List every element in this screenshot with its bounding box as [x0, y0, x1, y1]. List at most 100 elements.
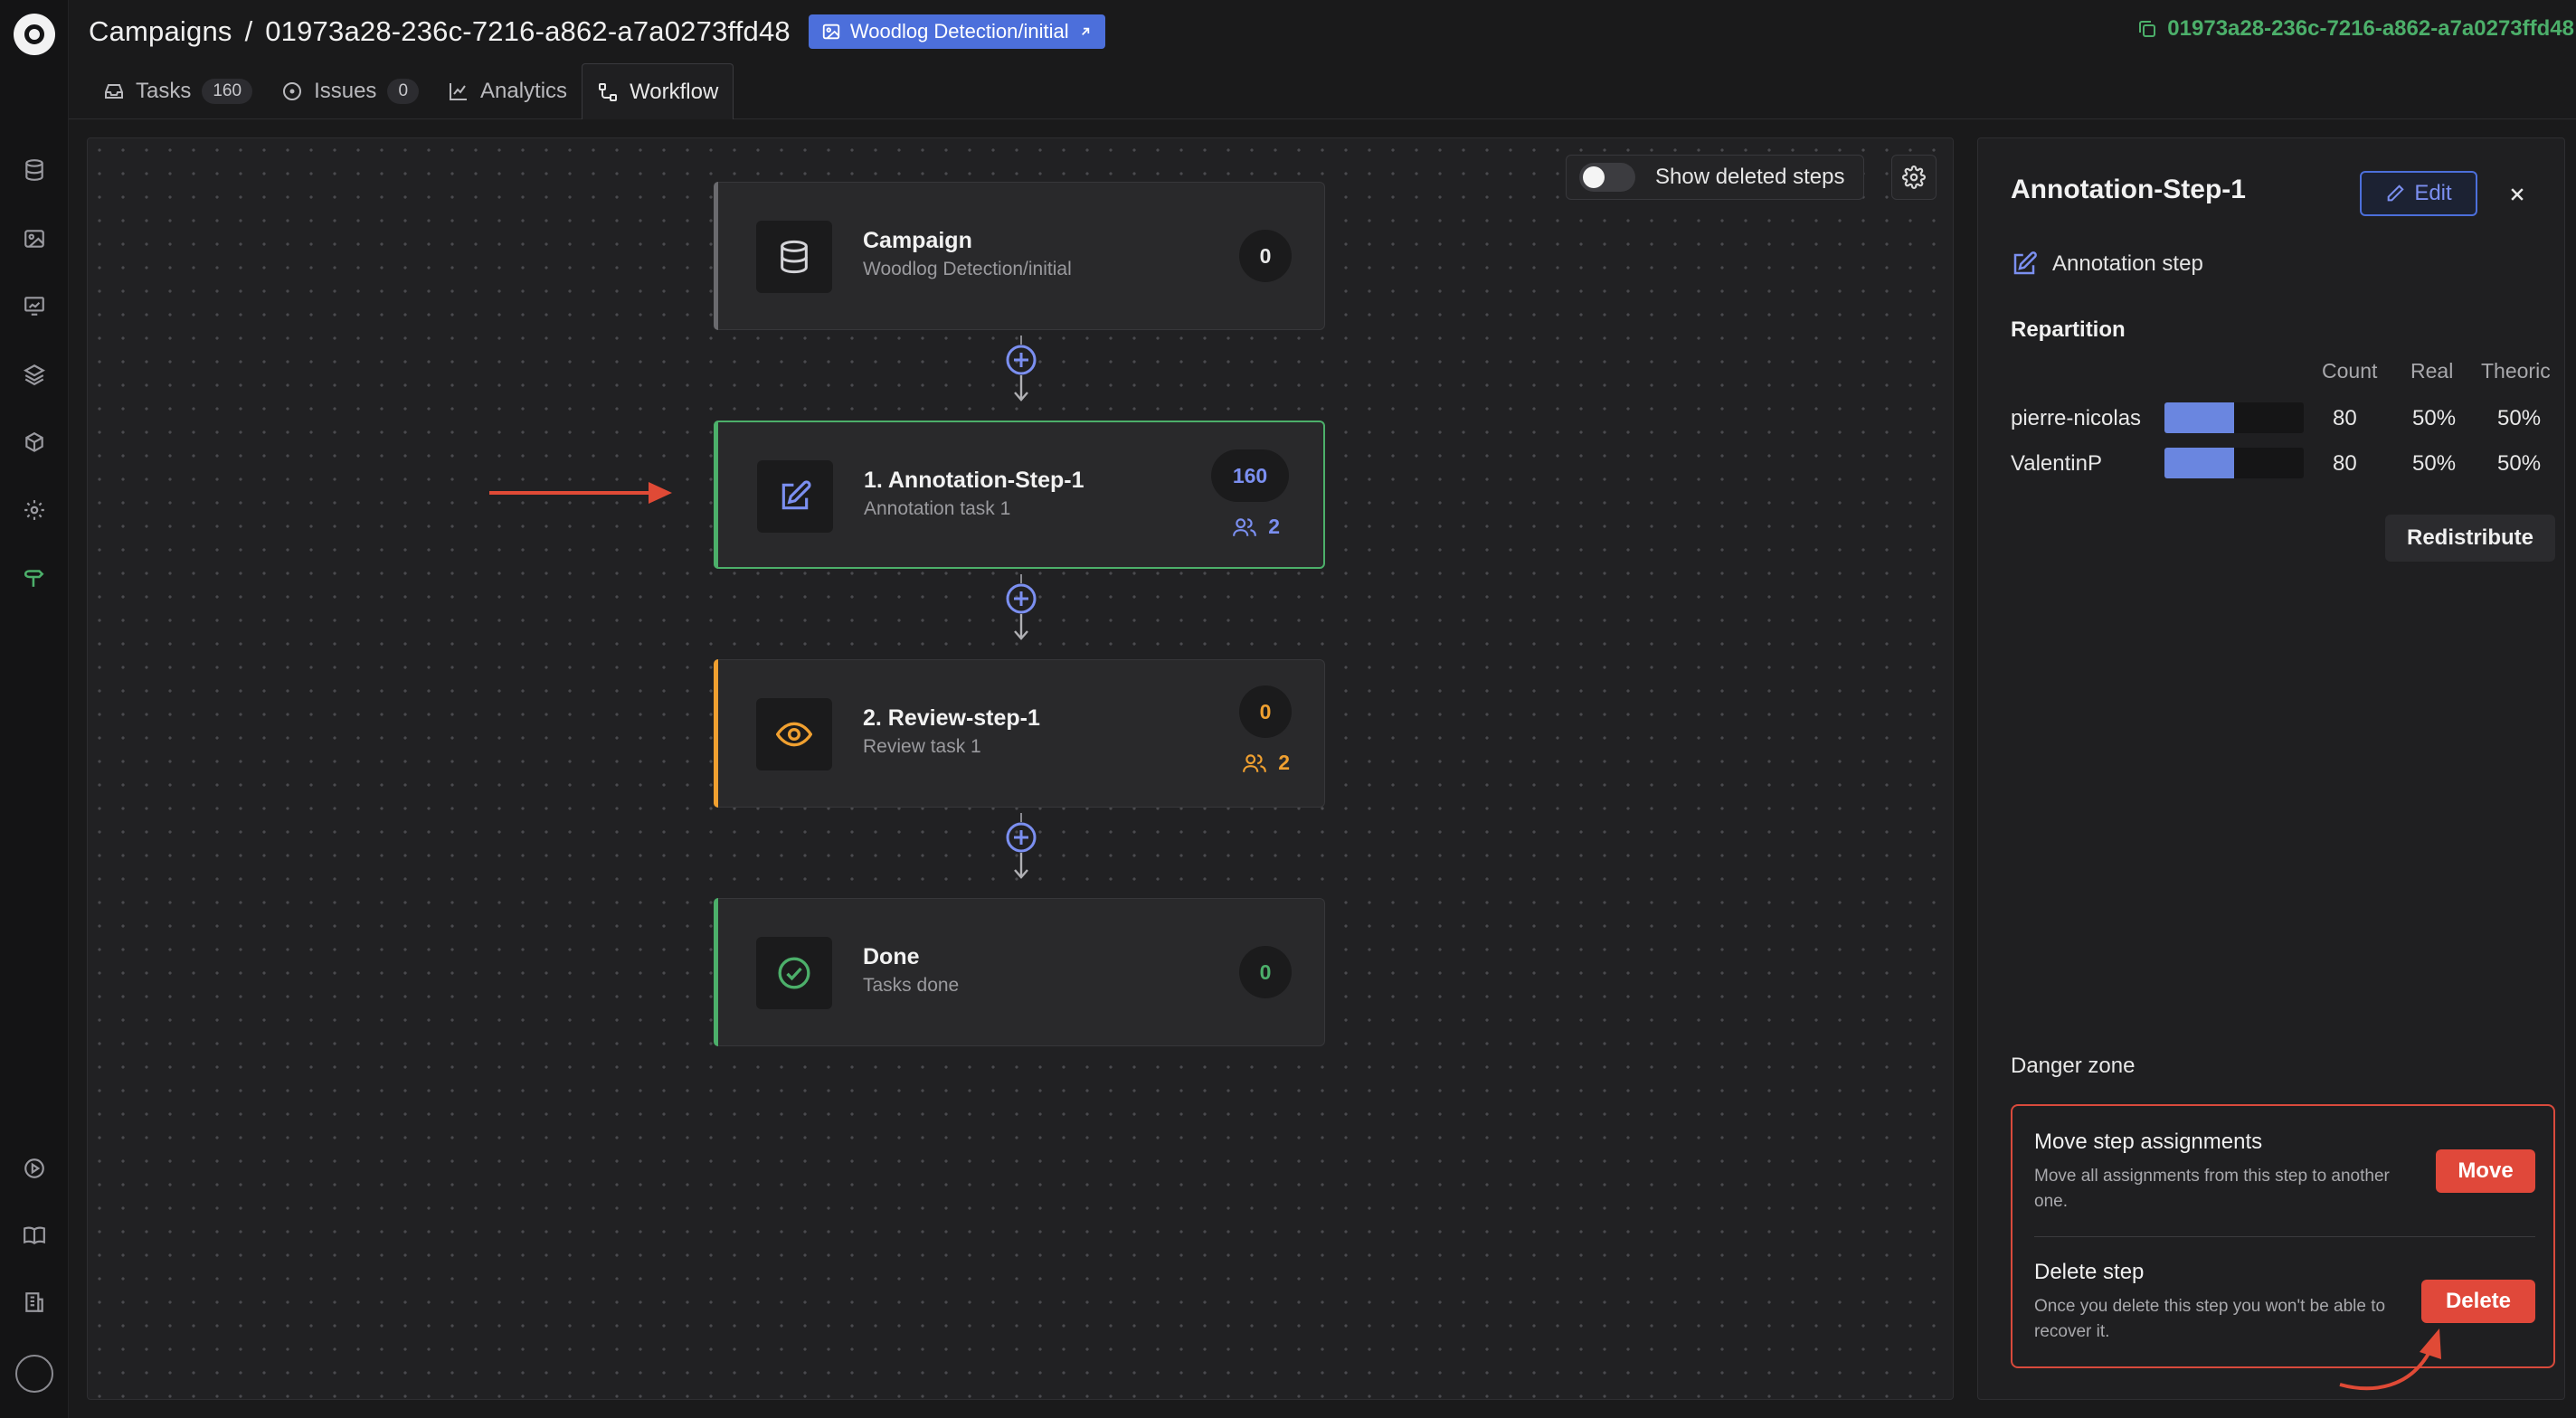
tab-workflow[interactable]: Workflow	[582, 63, 734, 119]
assignee-name: ValentinP	[2011, 451, 2102, 476]
campaign-id-title: 01973a28-236c-7216-a862-a7a0273ffd48	[265, 15, 791, 47]
page-header: Campaigns / 01973a28-236c-7216-a862-a7a0…	[69, 0, 2576, 119]
redistribute-button[interactable]: Redistribute	[2385, 515, 2555, 562]
assignment-progress-fill	[2164, 448, 2234, 478]
deployments-icon[interactable]	[20, 429, 49, 458]
check-circle-icon	[756, 937, 832, 1009]
close-panel-button[interactable]	[2501, 178, 2533, 211]
danger-zone-heading: Danger zone	[2011, 1054, 2136, 1078]
copy-campaign-id-button[interactable]: 01973a28-236c-7216-a862-a7a0273ffd48	[2136, 16, 2574, 42]
add-step-icon	[1006, 822, 1037, 853]
pencil-icon	[2387, 184, 2404, 202]
edit-step-button[interactable]: Edit	[2360, 171, 2477, 216]
organization-icon[interactable]	[20, 1288, 49, 1317]
models-icon[interactable]	[20, 291, 49, 320]
docs-icon[interactable]	[20, 1221, 49, 1250]
move-button[interactable]: Move	[2436, 1149, 2535, 1193]
add-step-connector[interactable]	[998, 336, 1045, 408]
assignment-progress-bar	[2164, 402, 2304, 433]
node-subtitle: Tasks done	[863, 975, 960, 996]
play-icon[interactable]	[20, 1154, 49, 1183]
node-assignees: 2	[1232, 515, 1280, 539]
annotation-arrow-icon	[489, 477, 679, 509]
canvas-settings-button[interactable]	[1891, 155, 1937, 200]
annotation-curved-arrow-icon	[2339, 1328, 2441, 1391]
external-link-icon	[1081, 27, 1089, 35]
node-title: 1. Annotation-Step-1	[864, 468, 1084, 493]
assignee-theoric: 50%	[2497, 451, 2542, 476]
node-count-badge: 160	[1211, 449, 1289, 502]
inbox-icon	[105, 84, 123, 99]
workflow-node-done[interactable]: Done Tasks done 0	[714, 898, 1325, 1046]
add-step-icon	[1006, 583, 1037, 614]
assignee-count: 80	[2333, 451, 2357, 476]
datasets-icon[interactable]	[20, 156, 49, 184]
danger-zone: Move step assignments Move all assignmen…	[2011, 1104, 2555, 1368]
node-subtitle: Woodlog Detection/initial	[863, 259, 1072, 279]
delete-step-button[interactable]: Delete	[2421, 1280, 2535, 1323]
column-real: Real	[2410, 359, 2454, 383]
campaigns-icon[interactable]	[20, 562, 49, 591]
assignee-name: pierre-nicolas	[2011, 406, 2142, 430]
tab-workflow-label: Workflow	[630, 79, 719, 104]
close-icon	[2511, 188, 2524, 201]
workflow-node-review-step[interactable]: 2. Review-step-1 Review task 1 0 2	[714, 659, 1325, 808]
repartition-row: pierre-nicolas 80 50% 50%	[2011, 401, 2553, 437]
column-theoric: Theoric	[2481, 359, 2551, 383]
tab-analytics[interactable]: Analytics	[433, 63, 582, 119]
repartition-row: ValentinP 80 50% 50%	[2011, 446, 2553, 482]
campaign-tabs: Tasks 160 Issues 0 Analytics Workflow	[89, 63, 734, 119]
gear-icon	[1902, 165, 1926, 189]
settings-icon[interactable]	[20, 496, 49, 525]
workflow-node-annotation-step[interactable]: 1. Annotation-Step-1 Annotation task 1 1…	[714, 421, 1325, 569]
step-details-panel: Annotation-Step-1 Edit Annotation step R…	[1977, 137, 2565, 1400]
breadcrumb-campaigns-link[interactable]: Campaigns	[89, 15, 232, 47]
workflow-node-campaign[interactable]: Campaign Woodlog Detection/initial 0	[714, 182, 1325, 330]
move-assignments-section: Move step assignments Move all assignmen…	[2034, 1130, 2535, 1215]
toggle-switch[interactable]	[1579, 163, 1635, 192]
copy-icon	[2139, 21, 2156, 37]
delete-step-section: Delete step Once you delete this step yo…	[2034, 1260, 2535, 1345]
chart-line-icon	[450, 83, 468, 100]
assignee-theoric: 50%	[2497, 406, 2542, 430]
assignment-progress-fill	[2164, 402, 2234, 433]
database-icon	[756, 221, 832, 293]
app-logo[interactable]	[14, 14, 55, 55]
add-step-connector[interactable]	[998, 574, 1045, 647]
column-count: Count	[2322, 359, 2378, 383]
image-icon	[822, 24, 840, 40]
project-tag-label: Woodlog Detection/initial	[849, 20, 1069, 43]
node-title: Campaign	[863, 228, 972, 253]
tab-tasks[interactable]: Tasks 160	[89, 63, 267, 119]
move-description: Move all assignments from this step to a…	[2034, 1167, 2390, 1211]
breadcrumb: Campaigns / 01973a28-236c-7216-a862-a7a0…	[89, 13, 1105, 51]
images-icon[interactable]	[20, 224, 49, 253]
step-type-label: Annotation step	[2052, 251, 2203, 276]
assignee-real: 50%	[2412, 451, 2457, 476]
tab-issues-label: Issues	[314, 79, 377, 103]
users-icon	[1243, 753, 1267, 772]
node-title: Done	[863, 944, 920, 969]
tab-issues[interactable]: Issues 0	[267, 63, 433, 119]
show-deleted-steps-toggle[interactable]: Show deleted steps	[1566, 155, 1864, 200]
move-title: Move step assignments	[2034, 1130, 2263, 1154]
edit-icon	[757, 460, 833, 533]
add-step-connector[interactable]	[998, 813, 1045, 885]
edit-step-label: Edit	[2414, 181, 2452, 205]
user-avatar[interactable]	[15, 1355, 53, 1393]
tab-analytics-label: Analytics	[480, 79, 568, 103]
users-icon	[1233, 517, 1257, 536]
breadcrumb-separator: /	[244, 15, 253, 47]
step-type: Annotation step	[2011, 251, 2203, 278]
node-assignees: 2	[1242, 751, 1290, 775]
node-count-badge: 0	[1239, 685, 1292, 738]
repartition-heading: Repartition	[2011, 317, 2126, 342]
layers-icon[interactable]	[20, 360, 49, 389]
danger-divider	[2034, 1236, 2535, 1237]
edit-icon	[2013, 251, 2037, 275]
workflow-canvas[interactable]: Show deleted steps Campaign Woodlog Dete…	[87, 137, 1954, 1400]
add-step-icon	[1006, 345, 1037, 375]
issues-count-badge: 0	[387, 79, 420, 104]
assignee-count: 80	[2333, 406, 2357, 430]
project-tag-link[interactable]: Woodlog Detection/initial	[808, 14, 1105, 49]
